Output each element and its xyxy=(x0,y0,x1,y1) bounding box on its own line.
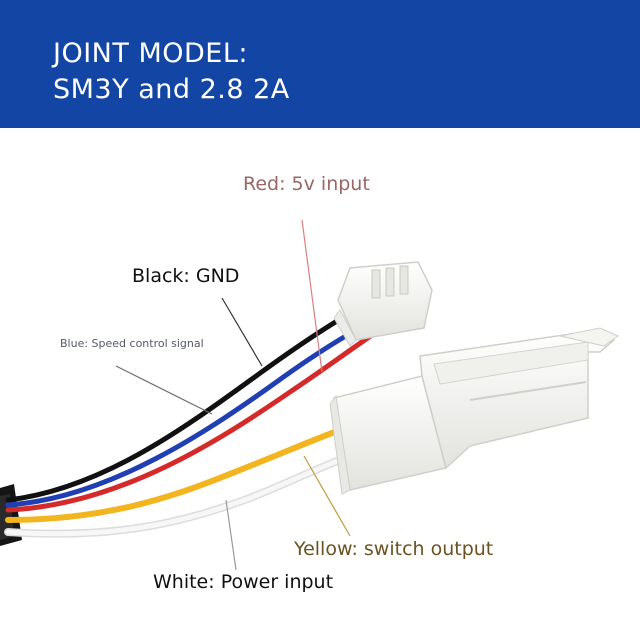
label-yellow-wire: Yellow: switch output xyxy=(294,538,494,560)
wire-group xyxy=(4,315,375,538)
cable-sheath xyxy=(0,484,22,546)
banner-title-line-2: SM3Y and 2.8 2A xyxy=(53,74,290,105)
leader-red xyxy=(301,219,323,373)
leader-white xyxy=(225,499,237,571)
label-blue-wire: Blue: Speed control signal xyxy=(60,337,204,350)
wire-yellow xyxy=(5,427,343,523)
leader-yellow xyxy=(303,455,351,537)
label-red-wire: Red: 5v input xyxy=(243,173,370,195)
leader-lines xyxy=(115,219,351,571)
large-connector xyxy=(329,327,620,495)
leader-black xyxy=(221,297,263,367)
leader-blue xyxy=(115,365,213,415)
wire-red xyxy=(5,332,375,513)
label-white-wire: White: Power input xyxy=(153,571,334,593)
banner-title-line-1: JOINT MODEL: xyxy=(53,38,248,69)
label-black-wire: Black: GND xyxy=(132,265,240,287)
wire-harness-illustration xyxy=(0,219,620,571)
small-connector xyxy=(333,261,433,347)
wire-black xyxy=(5,315,345,503)
title-banner: JOINT MODEL: SM3Y and 2.8 2A xyxy=(0,0,640,128)
wire-blue xyxy=(5,327,359,508)
